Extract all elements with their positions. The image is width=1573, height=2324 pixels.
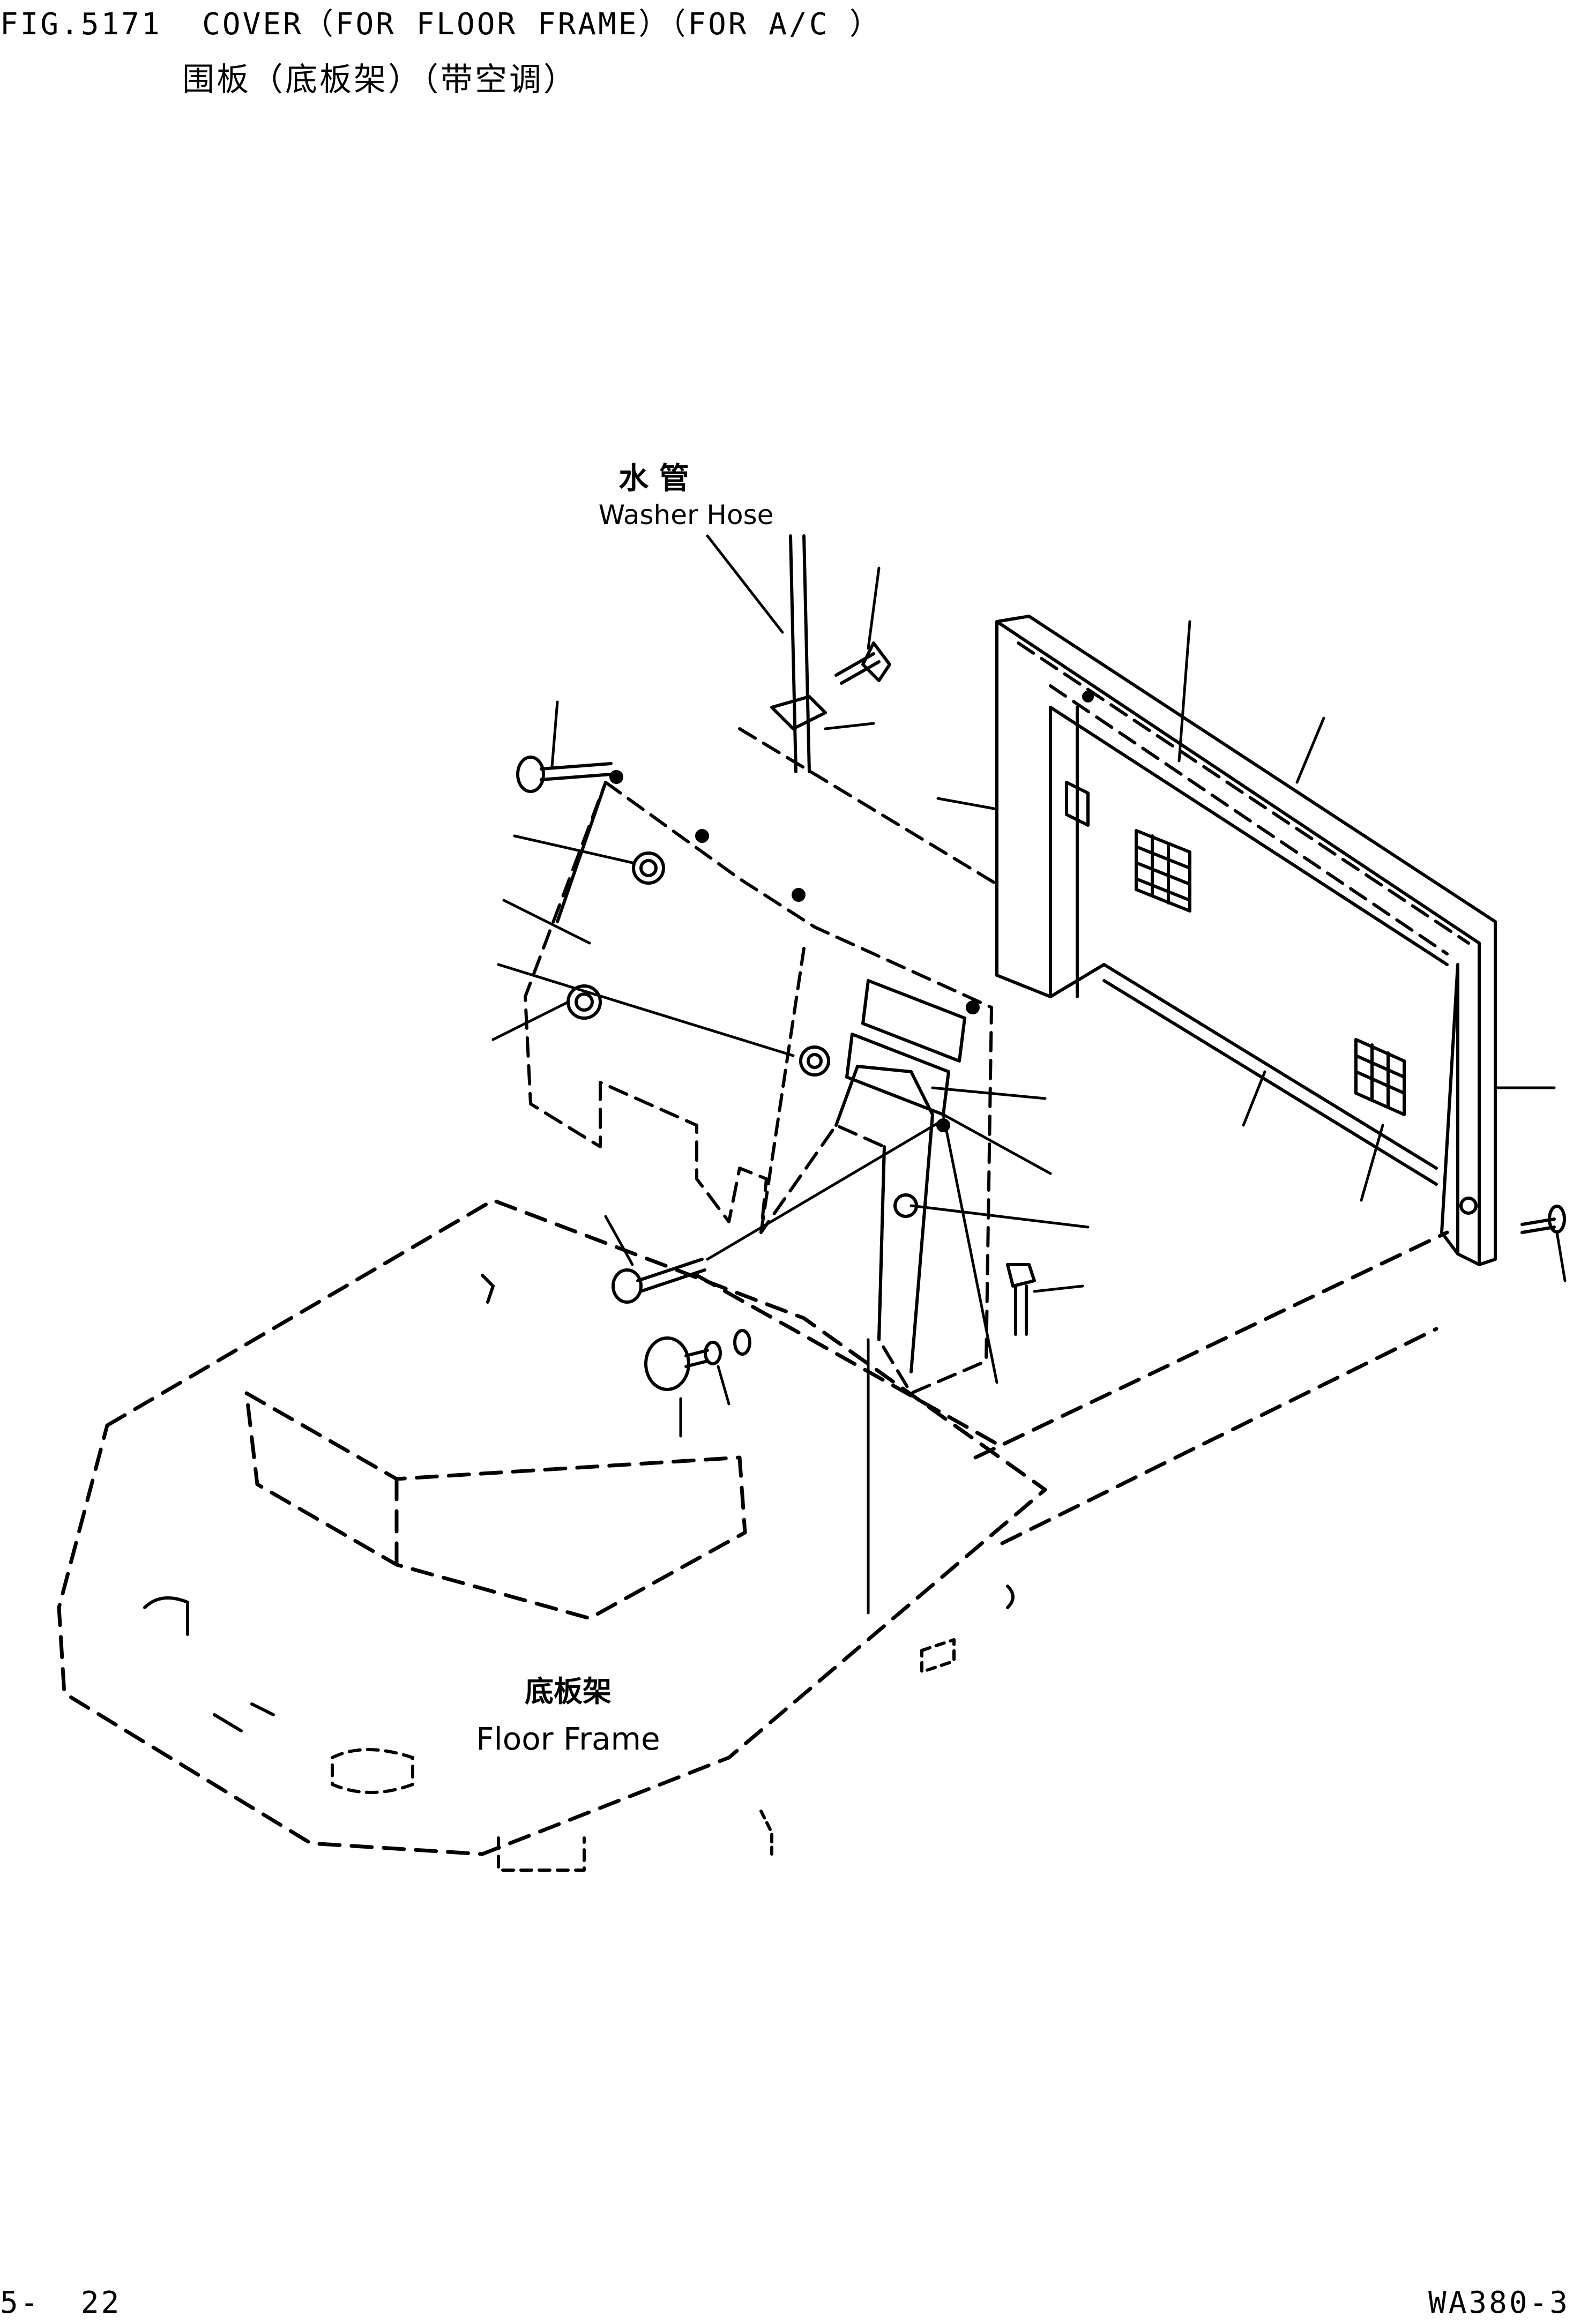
floor-frame-label-en: Floor Frame xyxy=(476,1721,660,1757)
fasteners xyxy=(516,641,1566,1391)
floor-frame-outline xyxy=(57,1198,1449,1856)
washer-hose-label-cn: 水 管 xyxy=(618,461,689,496)
washer-hose xyxy=(738,534,998,886)
washer-hose-label-en: Washer Hose xyxy=(599,499,774,530)
left-cover-panel xyxy=(524,770,993,1395)
page-number: 5- 22 xyxy=(0,2285,122,2320)
floor-frame-details xyxy=(143,1274,1015,1872)
right-cover-panel xyxy=(995,615,1497,1266)
floor-frame-label-cn: 底板架 xyxy=(525,1675,612,1708)
model-code: WA380-3 xyxy=(1428,2285,1570,2320)
leader-lines xyxy=(491,534,1567,1615)
figure-title-chinese: 围板（底板架）（带空调） xyxy=(182,61,578,99)
figure-title: FIG.5171 COVER（FOR FLOOR FRAME）（FOR A/C … xyxy=(0,7,882,42)
